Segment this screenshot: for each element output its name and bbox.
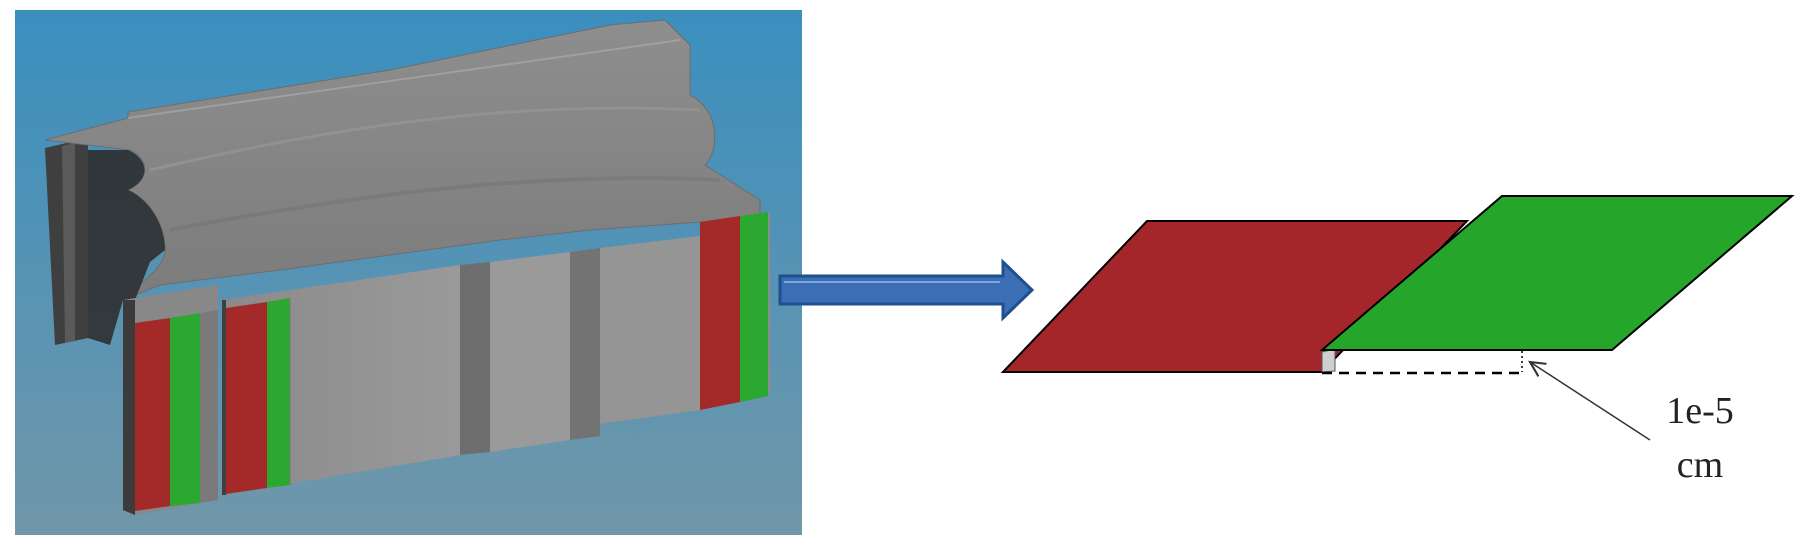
plates-diagram: 1e-5 cm — [1000, 195, 1795, 486]
transform-arrow — [778, 258, 1035, 322]
middle-block-green-stripe — [267, 298, 290, 488]
left-block-green-stripe — [170, 313, 200, 506]
model-front-right-block — [600, 236, 700, 424]
model-front-center-block — [490, 252, 570, 452]
arrow-shape — [778, 258, 1035, 322]
left-block-red-stripe — [135, 318, 170, 511]
model-front-recess — [460, 262, 490, 455]
middle-block-red-stripe — [226, 302, 267, 494]
green-plate — [1319, 195, 1795, 351]
model-notch — [88, 150, 165, 345]
annotation-leader-arrow — [1530, 362, 1651, 441]
model-render-panel — [15, 10, 802, 535]
right-block-red-stripe — [700, 216, 740, 410]
gap-face — [1321, 348, 1336, 373]
annotation-value: 1e-5 — [1666, 390, 1734, 432]
annotation-unit: cm — [1677, 444, 1723, 486]
right-block-green-stripe — [740, 212, 768, 402]
